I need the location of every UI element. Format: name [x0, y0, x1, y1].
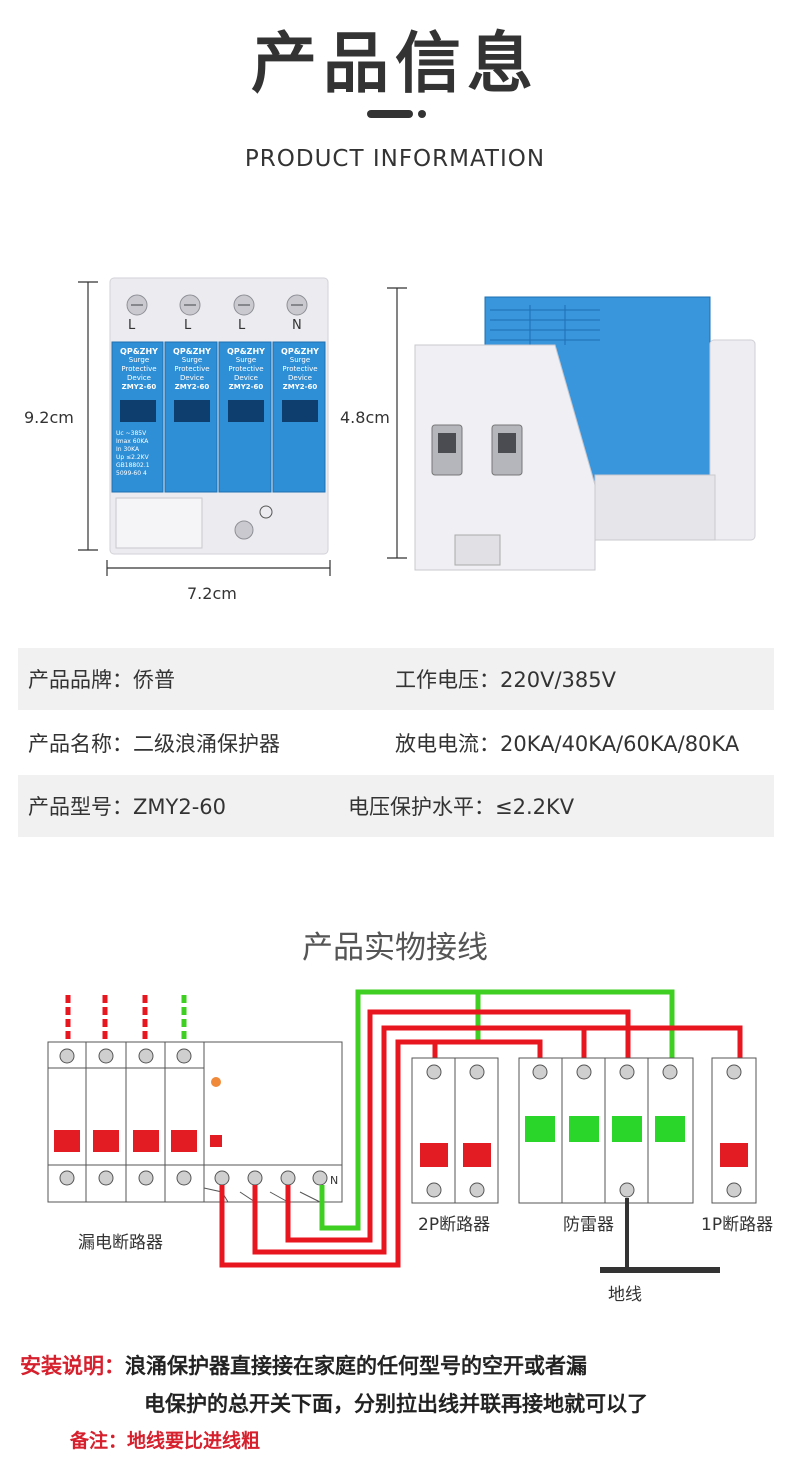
spd-front-view	[109, 277, 329, 555]
terminal-label-3: L	[238, 318, 246, 333]
wiring-diagram	[47, 989, 757, 1273]
remark-label: 备注：	[70, 1430, 128, 1452]
ground-label: 地线	[608, 1285, 642, 1305]
spec-discharge-current: 放电电流：20KA/40KA/60KA/80KA	[395, 732, 740, 756]
width-label: 7.2cm	[187, 584, 237, 603]
breaker-1p	[711, 1057, 757, 1204]
spec-brand: 产品品牌：侨普	[28, 668, 175, 692]
spec-protection-level: 电压保护水平：≤2.2KV	[348, 795, 575, 819]
terminal-label-2: L	[184, 318, 192, 333]
breaker-1p-label: 1P断路器	[701, 1215, 774, 1235]
terminal-label-1: L	[128, 318, 136, 333]
depth-dimension-line	[387, 287, 407, 559]
install-label: 安装说明：	[20, 1354, 125, 1378]
page-title: 产品信息	[251, 25, 539, 102]
install-note: 安装说明：浪涌保护器直接接在家庭的任何型号的空开或者漏	[20, 1350, 587, 1380]
install-text-1: 浪涌保护器直接接在家庭的任何型号的空开或者漏	[125, 1354, 587, 1378]
product-illustration	[78, 277, 407, 576]
spec-row: 产品型号：ZMY2-60 电压保护水平：≤2.2KV	[18, 775, 774, 837]
incoming-wires	[65, 995, 187, 1040]
spec-voltage: 工作电压：220V/385V	[395, 668, 616, 692]
spec-row: 产品名称：二级浪涌保护器 放电电流：20KA/40KA/60KA/80KA	[18, 712, 774, 774]
remark-text: 地线要比进线粗	[127, 1430, 261, 1452]
width-dimension-line	[106, 560, 331, 576]
breaker-2p-label: 2P断路器	[418, 1215, 491, 1235]
rcd-label: 漏电断路器	[78, 1233, 163, 1253]
spec-name: 产品名称：二级浪涌保护器	[28, 732, 280, 756]
depth-label: 4.8cm	[340, 408, 390, 427]
rcd-breaker	[47, 1041, 343, 1203]
remark-note: 备注：地线要比进线粗	[70, 1426, 260, 1453]
height-dimension-line	[78, 281, 98, 551]
spec-row: 产品品牌：侨普 工作电压：220V/385V	[18, 648, 774, 710]
wiring-title: 产品实物接线	[302, 930, 488, 966]
neutral-label: N	[330, 1174, 339, 1187]
spec-model: 产品型号：ZMY2-60	[28, 795, 226, 819]
spd-label: 防雷器	[563, 1215, 614, 1235]
spd-side-view	[414, 296, 756, 571]
spd-device	[518, 1057, 720, 1273]
install-text-2: 电保护的总开关下面，分别拉出线并联再接地就可以了	[144, 1392, 648, 1416]
breaker-2p	[411, 1057, 499, 1204]
title-divider	[367, 110, 413, 118]
page-subtitle: PRODUCT INFORMATION	[244, 146, 546, 172]
title-divider-dot	[418, 110, 426, 118]
height-label: 9.2cm	[24, 408, 74, 427]
rcd-output-wires	[219, 989, 743, 1268]
terminal-label-4: N	[292, 318, 302, 333]
